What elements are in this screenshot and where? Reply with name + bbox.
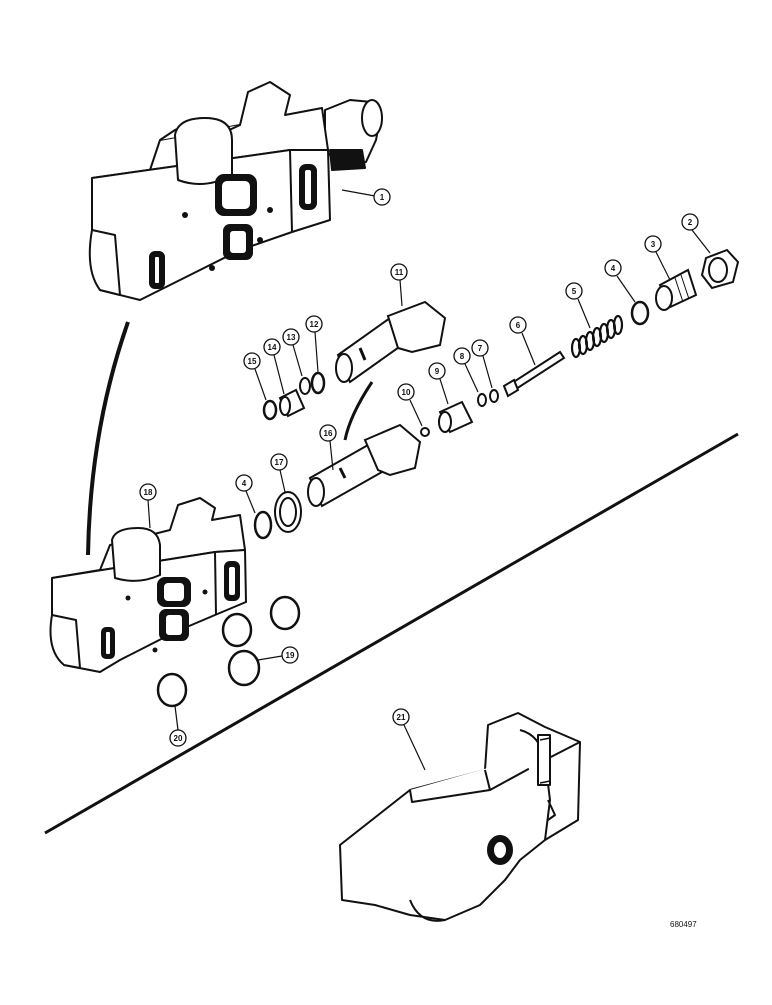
end-cover <box>339 712 581 922</box>
callout-19: 19 <box>286 651 295 660</box>
callout-8: 8 <box>460 352 465 361</box>
callout-10: 10 <box>402 388 411 397</box>
callout-16: 16 <box>324 429 333 438</box>
callout-12: 12 <box>310 320 319 329</box>
callout-21: 21 <box>397 713 406 722</box>
callout-9: 9 <box>435 367 440 376</box>
part-10-ball <box>420 427 430 437</box>
part-8-ring <box>477 393 487 407</box>
callout-4-upper: 4 <box>611 264 616 273</box>
callouts: 1 2 3 4 5 6 7 8 9 10 <box>139 188 711 771</box>
callout-7: 7 <box>478 344 483 353</box>
part-19-o-rings <box>221 595 301 687</box>
callout-14: 14 <box>268 343 277 352</box>
part-4-o-ring-upper <box>630 300 650 326</box>
callout-13: 13 <box>287 333 296 342</box>
callout-4-lower: 4 <box>242 479 247 488</box>
part-3-plug <box>655 268 698 311</box>
part-6-stem <box>502 350 566 398</box>
part-17-washer <box>274 491 302 533</box>
callout-20: 20 <box>174 734 183 743</box>
part-13-ring <box>299 377 311 395</box>
part-4-o-ring-lower <box>253 510 273 540</box>
callout-5: 5 <box>572 287 577 296</box>
part-7-washer <box>489 389 499 403</box>
callout-1: 1 <box>380 193 385 202</box>
callout-17: 17 <box>275 458 284 467</box>
part-14-sleeve <box>278 388 306 418</box>
part-16-cartridge <box>307 423 422 508</box>
part-20-o-ring <box>156 672 188 708</box>
drawing-number: 680497 <box>670 920 697 929</box>
valve-section-upper <box>88 81 383 301</box>
callout-2: 2 <box>688 218 693 227</box>
part-9-sleeve <box>438 400 474 434</box>
callout-6: 6 <box>516 321 521 330</box>
callout-18: 18 <box>144 488 153 497</box>
part-12-o-ring <box>310 371 326 395</box>
assembly-arc-middle <box>343 381 374 441</box>
divider-line <box>44 432 739 835</box>
callout-11: 11 <box>395 268 404 277</box>
part-15-ring <box>262 399 278 421</box>
part-2-nut <box>700 248 740 290</box>
part-11-cartridge <box>335 300 447 384</box>
valve-section-lower <box>49 497 247 673</box>
callout-3: 3 <box>651 240 656 249</box>
assembly-arc-left <box>86 321 130 556</box>
callout-15: 15 <box>248 357 257 366</box>
part-5-spring <box>570 314 624 359</box>
